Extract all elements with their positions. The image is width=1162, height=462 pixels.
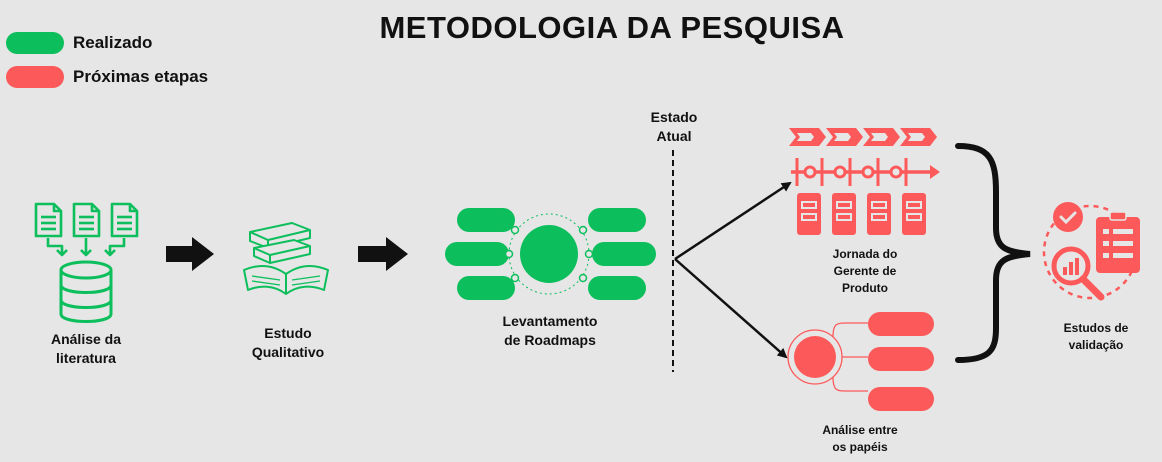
legend-swatch-next (6, 66, 64, 88)
arrow-right-icon-1 (166, 237, 214, 271)
stage-label-journey: Jornada do Gerente de Produto (832, 247, 898, 295)
flow-arrows (46, 238, 126, 257)
arrow-to-roles (674, 258, 788, 359)
stage-label-roles: Análise entre os papéis (822, 423, 898, 454)
stage-label-current-state: Estado Atual (650, 109, 698, 144)
legend-label-next: Próximas etapas (73, 67, 209, 86)
document-icon-3 (110, 202, 139, 238)
document-icon-2 (72, 202, 101, 238)
legend-swatch-done (6, 32, 64, 54)
legend-item-next: Próximas etapas (6, 65, 208, 89)
circle-with-bars-icon (787, 312, 934, 411)
documents-to-database-icon (34, 202, 139, 323)
database-icon (59, 260, 113, 323)
legend-item-done: Realizado (6, 31, 152, 55)
stage-label-qualitative: Estudo Qualitativo (251, 325, 325, 360)
books-icon (243, 222, 329, 295)
document-icon-1 (34, 202, 63, 238)
stage-label-literature: Análise da literatura (50, 331, 122, 366)
checklist-analysis-icon (1042, 202, 1140, 301)
stage-label-roadmaps: Levantamento de Roadmaps (502, 313, 598, 348)
arrow-to-journey (674, 181, 792, 261)
process-timeline-icon (789, 128, 940, 235)
stage-label-validation: Estudos de validação (1063, 321, 1129, 352)
arrow-right-icon-2 (358, 237, 408, 271)
legend-label-done: Realizado (73, 33, 153, 52)
hub-with-pills-icon (445, 208, 656, 300)
curly-brace (955, 143, 1031, 363)
diagram-title: METODOLOGIA DA PESQUISA (379, 10, 845, 45)
